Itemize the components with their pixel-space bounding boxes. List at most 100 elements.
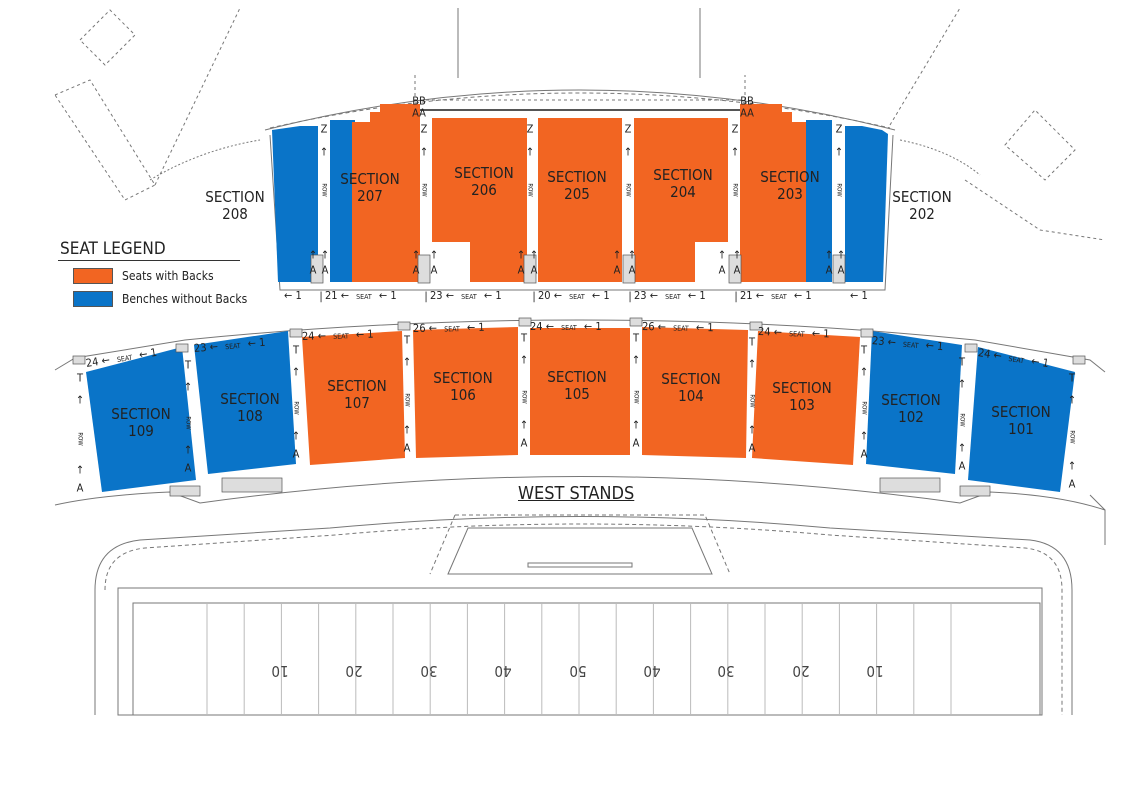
yard-number: 20 <box>792 662 810 680</box>
seat-numbering: 20 ← SEAT ← 1 <box>538 289 610 302</box>
arrow-icon: ↑ <box>957 377 967 391</box>
seat-numbering: 23 ← SEAT ← 1 <box>430 289 502 302</box>
section-208[interactable] <box>330 120 355 282</box>
row-t-marker: T <box>76 371 84 385</box>
arrow-icon: ↑ <box>419 145 429 159</box>
arrow-icon: ↑ <box>834 145 844 159</box>
arrow-icon: ↑ <box>1067 393 1077 407</box>
section-203[interactable] <box>740 104 808 282</box>
row-label: ROW <box>320 183 328 197</box>
arrow-icon: ↑ <box>291 429 301 443</box>
row-z-marker: Z <box>526 122 534 136</box>
section-202[interactable] <box>806 120 832 282</box>
legend-title: SEAT LEGEND <box>60 239 166 259</box>
section-105[interactable] <box>530 328 630 455</box>
arrow-icon: ↑ <box>717 248 727 262</box>
seat-numbering: ← 1 <box>850 289 868 302</box>
row-bb-marker: BB <box>412 94 426 108</box>
row-aa-marker: AA <box>740 106 754 120</box>
row-t-marker: T <box>632 331 640 345</box>
section-109[interactable] <box>86 347 196 492</box>
arrow-icon: ↑ <box>859 429 869 443</box>
section-word: SECTION <box>653 166 713 184</box>
arrow-icon: ↑ <box>402 423 412 437</box>
section-number: 203 <box>777 185 803 203</box>
yard-number: 30 <box>420 662 438 680</box>
row-a-marker: A <box>628 263 636 277</box>
section-103[interactable] <box>752 331 860 465</box>
section-204[interactable] <box>634 118 728 282</box>
section-206[interactable] <box>432 118 527 282</box>
row-a-marker: A <box>837 263 845 277</box>
row-z-marker: Z <box>624 122 632 136</box>
arrow-icon: ↑ <box>519 353 529 367</box>
stairs <box>72 254 1086 497</box>
row-label: ROW <box>420 183 428 197</box>
yard-number: 10 <box>271 662 289 680</box>
arrow-icon: ↑ <box>529 248 539 262</box>
yard-number: 40 <box>643 662 661 680</box>
section-106[interactable] <box>413 327 518 458</box>
section-number: 205 <box>564 185 590 203</box>
yard-number: 40 <box>494 662 512 680</box>
arrow-icon: ↑ <box>836 248 846 262</box>
arrow-icon: ↑ <box>75 393 85 407</box>
section-101[interactable] <box>968 347 1075 492</box>
section-102[interactable] <box>866 331 962 474</box>
row-label: ROW <box>403 393 411 407</box>
row-z-marker: Z <box>835 122 843 136</box>
row-a-marker: A <box>321 263 329 277</box>
seat-numbering: 26 ← SEAT ← 1 <box>412 320 485 335</box>
row-a-marker: A <box>613 263 621 277</box>
arrow-icon: ↑ <box>519 418 529 432</box>
arrow-icon: ↑ <box>1067 459 1077 473</box>
section-208[interactable] <box>272 126 318 282</box>
legend-divider <box>58 260 240 261</box>
row-z-marker: Z <box>731 122 739 136</box>
row-a-marker: A <box>430 263 438 277</box>
stand-title: WEST STANDS <box>518 483 635 504</box>
aisle-divider: | <box>319 289 323 303</box>
row-a-marker: A <box>412 263 420 277</box>
section-205[interactable] <box>538 118 622 282</box>
seat-numbering: 24 ← SEAT ← 1 <box>301 327 374 343</box>
arrow-icon: ↑ <box>75 463 85 477</box>
arrow-icon: ↑ <box>320 248 330 262</box>
row-a-marker: A <box>733 263 741 277</box>
row-t-marker: T <box>748 335 756 349</box>
row-label: ROW <box>292 401 300 415</box>
section-108[interactable] <box>194 331 296 474</box>
arrow-icon: ↑ <box>183 380 193 394</box>
arrow-icon: ↑ <box>957 441 967 455</box>
section-207[interactable] <box>352 104 420 282</box>
legend-label-benches: Benches without Backs <box>122 292 248 306</box>
section-202[interactable] <box>845 126 888 282</box>
arrow-icon: ↑ <box>627 248 637 262</box>
arrow-icon: ↑ <box>747 357 757 371</box>
arrow-icon: ↑ <box>631 353 641 367</box>
row-label: ROW <box>624 183 632 197</box>
row-label: ROW <box>1068 430 1076 444</box>
section-number: 207 <box>357 187 383 205</box>
section-word: SECTION <box>454 164 514 182</box>
section-104[interactable] <box>642 327 748 458</box>
building-outlines <box>54 7 1106 716</box>
seat-numbering: 21 ← SEAT ← 1 <box>740 289 812 302</box>
row-t-marker: T <box>184 358 192 372</box>
row-label: ROW <box>748 394 756 408</box>
section-107[interactable] <box>302 331 405 465</box>
legend-label-seats-with-backs: Seats with Backs <box>122 269 214 283</box>
seat-numbering: 24 ← SEAT ← 1 <box>530 320 602 333</box>
arrow-icon: ↑ <box>308 248 318 262</box>
row-t-marker: T <box>520 331 528 345</box>
arrow-icon: ↑ <box>859 365 869 379</box>
row-a-marker: A <box>860 447 868 461</box>
section-number: 206 <box>471 181 497 199</box>
row-label: ROW <box>731 183 739 197</box>
row-label: ROW <box>632 389 640 404</box>
